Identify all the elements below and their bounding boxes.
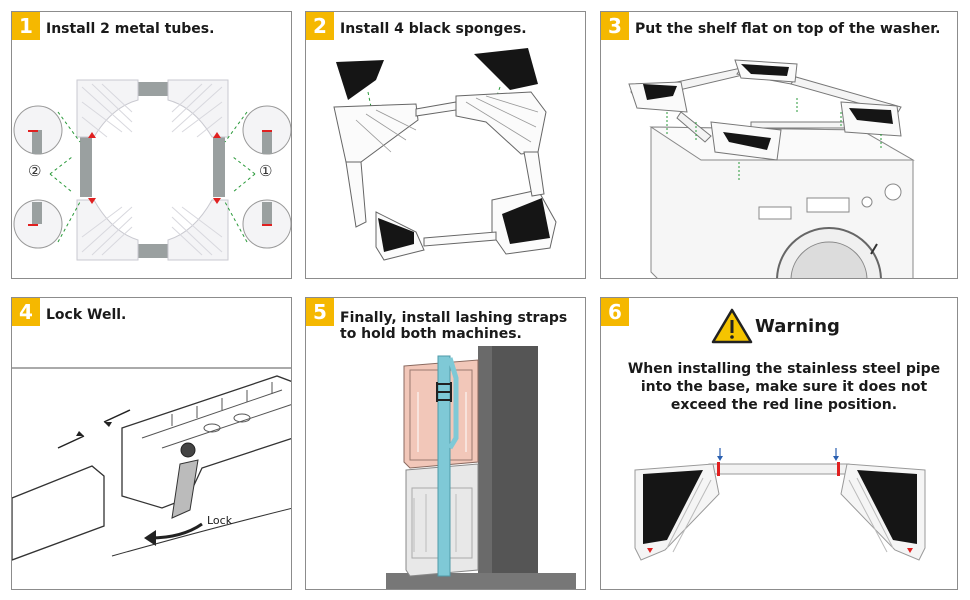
warning-title: Warning — [755, 316, 840, 337]
step-panel-1: 1 Install 2 metal tubes. — [11, 11, 292, 279]
step-number-badge: 3 — [601, 12, 629, 40]
step-title: Install 2 metal tubes. — [46, 21, 215, 37]
step-title: Finally, install lashing straps to hold … — [340, 310, 568, 342]
marker-1: ① — [259, 162, 273, 180]
shelf-on-washer-illustration — [628, 59, 915, 278]
step-number-badge: 4 — [12, 298, 40, 326]
step-title: Install 4 black sponges. — [340, 21, 527, 37]
lock-detail-illustration — [12, 367, 291, 561]
warning-text: When installing the stainless steel pipe… — [627, 361, 941, 413]
metal-tube-frame-illustration — [13, 79, 291, 261]
step-title: Lock Well. — [46, 307, 127, 323]
marker-2: ② — [28, 162, 42, 180]
step-panel-5: 5 Finally, install lashing straps to hol… — [305, 297, 586, 590]
step-panel-3: 3 Put the shelf flat on top of the washe… — [600, 11, 958, 279]
sponge-install-illustration — [333, 48, 557, 261]
step-panel-2: 2 Install 4 black sponges. — [305, 11, 586, 279]
warning-illustration — [634, 308, 926, 561]
step-panel-6: 6 Warning When installing the stainless … — [600, 297, 958, 590]
step-number-badge: 5 — [306, 298, 334, 326]
step-number-badge: 1 — [12, 12, 40, 40]
step-title: Put the shelf flat on top of the washer. — [635, 21, 941, 37]
warning-icon — [711, 308, 753, 344]
step-number-badge: 6 — [601, 298, 629, 326]
lashing-strap-illustration — [386, 346, 576, 589]
lock-label: Lock — [207, 514, 233, 527]
step-panel-4: 4 Lock Well. Lock — [11, 297, 292, 590]
step-number-badge: 2 — [306, 12, 334, 40]
